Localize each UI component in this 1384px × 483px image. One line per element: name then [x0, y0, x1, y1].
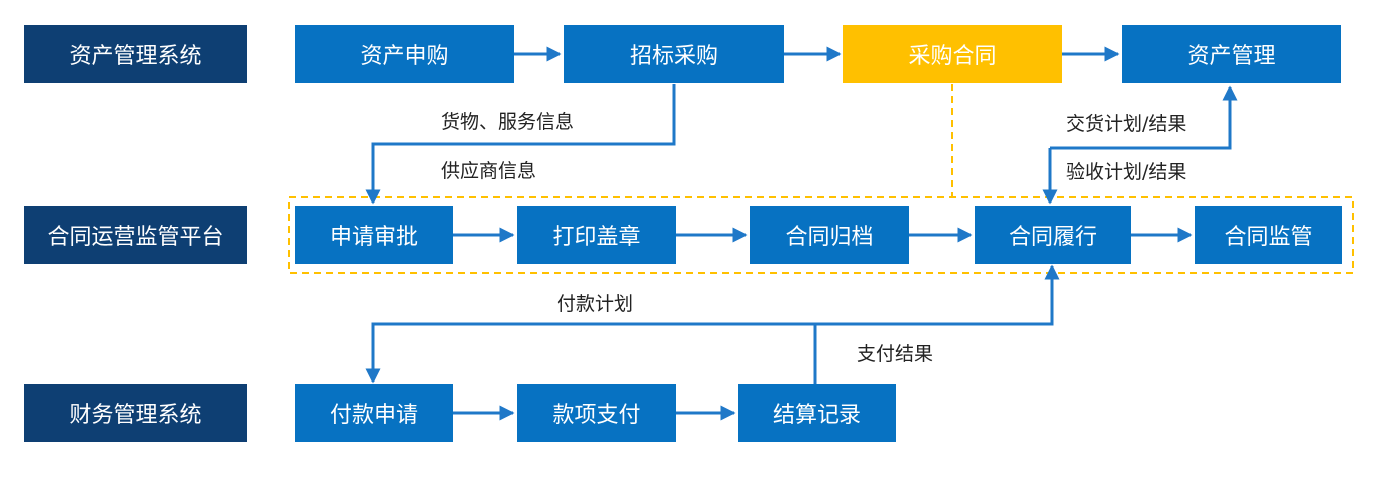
- arrow-payment-plan: [365, 264, 1060, 384]
- label-supplier: 供应商信息: [441, 160, 537, 182]
- step-settlement-record: 结算记录: [738, 384, 896, 442]
- step-asset-apply: 资产申购: [295, 25, 514, 83]
- system-contract-platform: 合同运营监管平台: [24, 206, 247, 264]
- system-asset-management: 资产管理系统: [24, 25, 247, 83]
- step-contract-perform: 合同履行: [975, 206, 1131, 264]
- step-contract-archive: 合同归档: [750, 206, 909, 264]
- arrow-bid-to-approve: [365, 84, 676, 205]
- step-print-seal: 打印盖章: [517, 206, 676, 264]
- step-payment-request: 付款申请: [295, 384, 453, 442]
- system-finance-management: 财务管理系统: [24, 384, 247, 442]
- arrow-perform-to-asset: [1050, 85, 1238, 150]
- step-payment: 款项支付: [517, 384, 676, 442]
- label-payment-result: 支付结果: [857, 343, 934, 365]
- step-purchase-contract: 采购合同: [843, 25, 1062, 83]
- step-asset-management: 资产管理: [1122, 25, 1341, 83]
- label-acceptance: 验收计划/结果: [1066, 161, 1187, 183]
- step-apply-approve: 申请审批: [295, 206, 453, 264]
- step-contract-supervise: 合同监管: [1195, 206, 1342, 264]
- label-goods-services: 货物、服务信息: [441, 111, 575, 133]
- label-payment-plan: 付款计划: [557, 293, 634, 315]
- label-delivery: 交货计划/结果: [1066, 113, 1187, 135]
- step-bid-purchase: 招标采购: [564, 25, 784, 83]
